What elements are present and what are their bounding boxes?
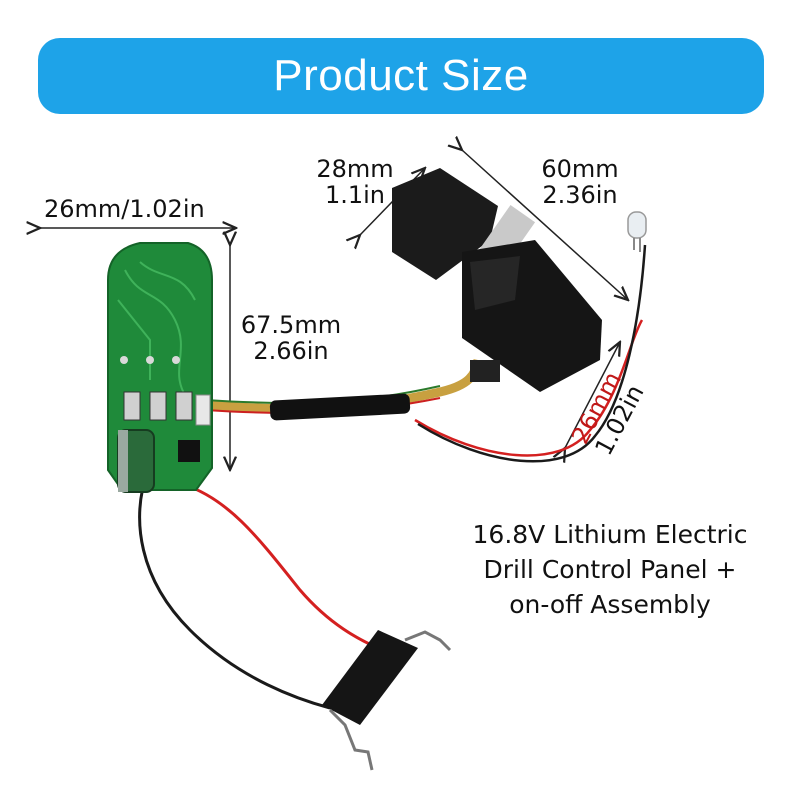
switch-length-arrow [462, 150, 628, 300]
pcb-height-mm: 67.5mm [240, 311, 342, 339]
pcb-width-label: 26mm/1.02in [44, 195, 205, 223]
pcb-height-in: 2.66in [253, 337, 329, 365]
banner-title: Product Size [273, 51, 529, 100]
pcb-board [107, 242, 213, 491]
led-wire-black [417, 244, 647, 463]
terminal-block [322, 630, 452, 771]
switch-length-mm: 60mm [541, 155, 619, 183]
trigger-switch [392, 168, 602, 392]
switch-width-mm: 28mm [316, 155, 394, 183]
switch-width-label: 28mm 1.1in [300, 156, 410, 208]
switch-length-in: 2.36in [542, 181, 618, 209]
switch-depth-arrow [565, 342, 620, 448]
title-banner: Product Size [38, 38, 764, 114]
product-description: 16.8V Lithium Electric Drill Control Pan… [430, 517, 790, 622]
led-icon [627, 211, 647, 252]
pcb-height-label: 67.5mm 2.66in [226, 312, 356, 364]
power-wire-red [184, 483, 379, 650]
power-wire-black [138, 469, 331, 710]
switch-width-in: 1.1in [324, 181, 386, 209]
description-line-3: on-off Assembly [509, 590, 711, 619]
description-line-2: Drill Control Panel + [483, 555, 737, 584]
heat-shrink-sleeve [269, 393, 411, 421]
switch-length-label: 60mm 2.36in [525, 156, 635, 208]
capacitor [117, 429, 155, 493]
description-line-1: 16.8V Lithium Electric [472, 520, 748, 549]
